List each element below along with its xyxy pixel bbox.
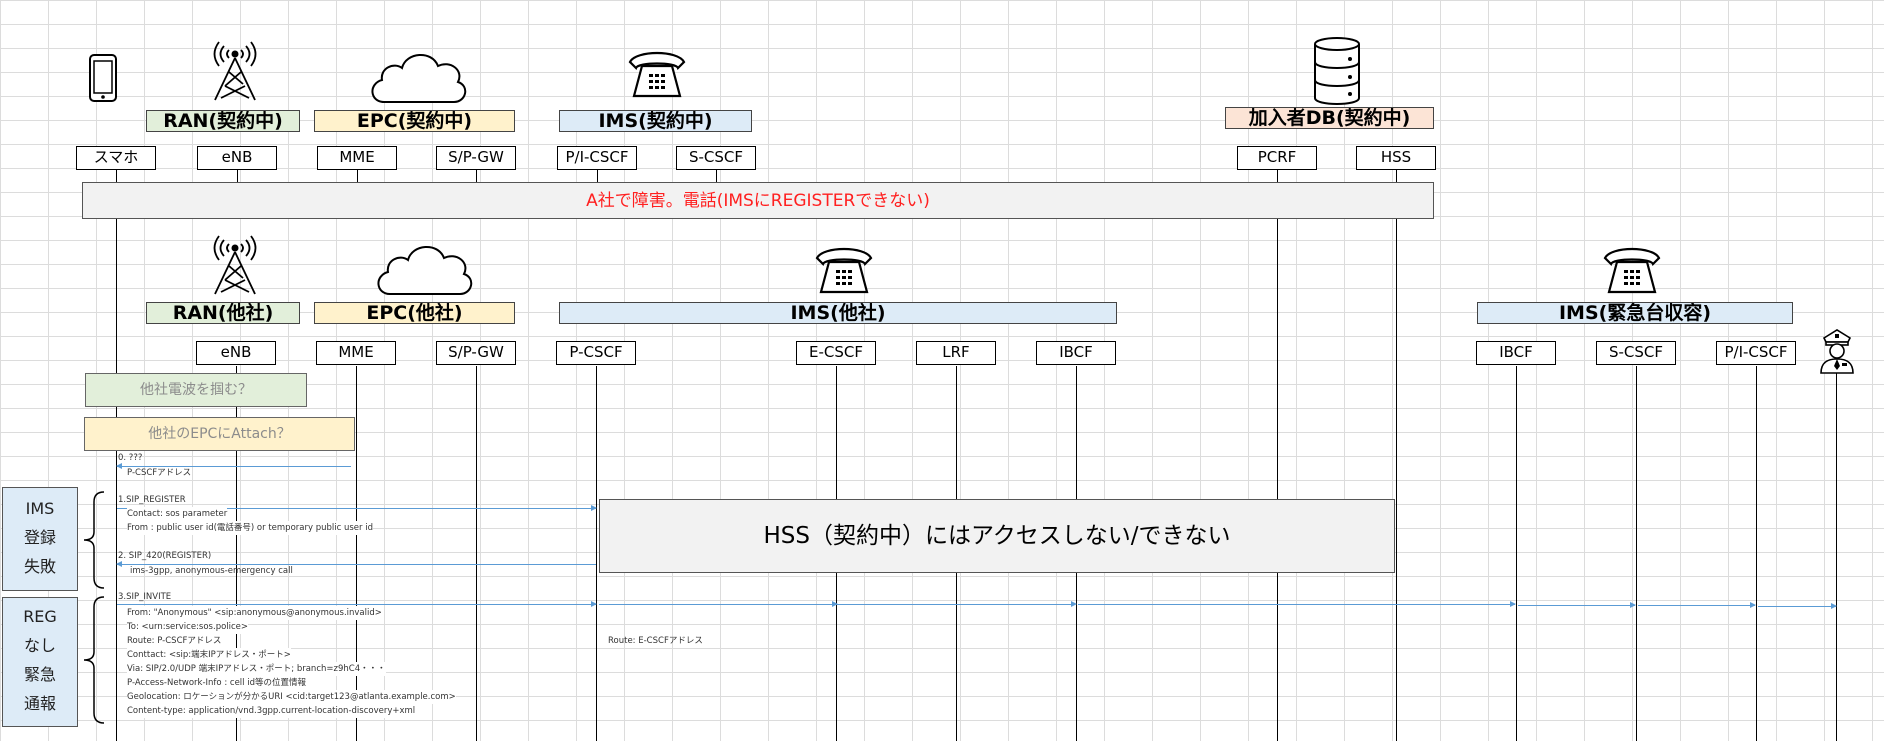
arrow-msg2: [116, 561, 596, 567]
lifeline-bottom-mme: [356, 366, 357, 741]
msg1-line: Contact: sos parameter: [127, 507, 228, 521]
msg2-line: ims-3gpp, anonymous-emergency call: [130, 566, 293, 576]
lifeline-top-scscf: [716, 170, 717, 182]
phase-line: IMS: [25, 499, 55, 518]
brace-no-registration-emergency: [83, 596, 105, 724]
phase-no-registration-emergency: REG なし 緊急 通報: [2, 597, 78, 727]
lifeline-bottom-em-scscf: [1636, 366, 1637, 741]
msg0-line: P-CSCFアドレス: [127, 468, 192, 478]
group-ims-other: IMS(他社): [559, 302, 1117, 324]
node-pcrf: PCRF: [1237, 146, 1317, 170]
lifeline-bottom-pcscf: [596, 366, 597, 741]
arrow-msg3-em-ibcf-to-scscf: [1518, 602, 1636, 608]
lifeline-top-picscf: [597, 170, 598, 182]
msg3-line: Content-type: application/vnd.3gpp.curre…: [127, 704, 416, 718]
phase-ims-registration-failure: IMS 登録 失敗: [2, 487, 78, 591]
phase-line: 緊急: [23, 665, 56, 684]
node-top-picscf: P/I-CSCF: [557, 146, 637, 170]
phase-line: 登録: [23, 528, 56, 547]
msg3-title: 3.SIP_INVITE: [118, 592, 172, 602]
arrow-msg3-picscf-to-police: [1758, 603, 1837, 609]
note-other-radio: 他社電波を掴む？: [85, 373, 307, 407]
cloud-icon: [371, 54, 467, 103]
lifeline-smartphone: [116, 170, 117, 741]
phase-line: 通報: [23, 694, 56, 713]
failure-banner: A社で障害。電話(IMSにREGISTERできない): [82, 182, 1434, 219]
node-bottom-mme: MME: [316, 341, 396, 365]
antenna-tower-icon: [213, 41, 257, 101]
note-other-epc: 他社のEPCにAttach？: [84, 417, 355, 451]
lifeline-bottom-em-ibcf: [1516, 366, 1517, 741]
node-bottom-pcscf: P-CSCF: [556, 341, 636, 365]
police-officer-icon: [1820, 329, 1854, 374]
arrow-msg3-tip-ibcf: [1071, 601, 1077, 607]
node-em-ibcf: IBCF: [1476, 341, 1556, 365]
node-bottom-spgw: S/P-GW: [436, 341, 516, 365]
msg1-line: From : public user id(電話番号) or temporary…: [127, 521, 373, 535]
lifeline-top-mme: [357, 170, 358, 182]
phase-line: なし: [23, 636, 56, 655]
node-bottom-enb: eNB: [196, 341, 276, 365]
telephone-icon: [628, 52, 686, 98]
lifeline-bottom-enb: [236, 366, 237, 741]
msg3-line: From: "Anonymous" <sip:anonymous@anonymo…: [127, 606, 382, 620]
arrow-msg3-scscf-to-picscf: [1638, 602, 1756, 608]
arrow-msg3-tip-ecscf: [832, 601, 838, 607]
group-ims-contracted: IMS(契約中): [559, 110, 752, 132]
lifeline-hss: [1396, 170, 1397, 741]
msg3-line: P-Access-Network-Info : cell id等の位置情報: [127, 676, 306, 690]
node-smartphone: スマホ: [76, 146, 156, 170]
msg3-line: Via: SIP/2.0/UDP 端末IPアドレス・ポート; branch=z9…: [127, 662, 386, 676]
node-em-scscf: S-CSCF: [1596, 341, 1676, 365]
msg0-title: 0. ???: [118, 453, 143, 463]
msg3-line: Conttact: <sip:端末IPアドレス・ポート>: [127, 648, 291, 662]
msg3-line: Geolocation: ロケーションが分かるURI <cid:target12…: [127, 690, 456, 704]
lifeline-bottom-spgw: [476, 366, 477, 741]
route-ecscf-label: Route: E-CSCFアドレス: [608, 636, 703, 646]
node-bottom-lrf: LRF: [916, 341, 996, 365]
telephone-icon: [1603, 248, 1661, 294]
group-ran-other: RAN(他社): [146, 302, 300, 324]
arrow-msg3-ue-to-pcscf: [117, 601, 597, 607]
group-epc-contracted: EPC(契約中): [314, 110, 515, 132]
smartphone-icon: [89, 54, 117, 102]
msg3-line: To: <urn:service:sos.police>: [127, 620, 249, 634]
antenna-tower-icon: [213, 235, 257, 295]
group-subscriber-db: 加入者DB(契約中): [1225, 107, 1434, 129]
lifeline-bottom-em-picscf: [1756, 366, 1757, 741]
node-bottom-ecscf: E-CSCF: [796, 341, 876, 365]
node-em-picscf: P/I-CSCF: [1716, 341, 1796, 365]
arrow-msg1: [117, 505, 597, 511]
telephone-icon: [815, 248, 873, 294]
phase-line: REG: [23, 607, 57, 626]
database-icon: [1314, 37, 1360, 105]
msg1-title: 1.SIP_REGISTER: [118, 495, 186, 505]
msg3-line: Route: P-CSCFアドレス: [127, 634, 222, 648]
msg2-title: 2. SIP_420(REGISTER): [118, 551, 212, 561]
brace-ims-registration-failure: [83, 491, 105, 589]
arrow-msg3-ibcf-to-em-ibcf: [1078, 601, 1516, 607]
node-top-scscf: S-CSCF: [676, 146, 756, 170]
group-epc-other: EPC(他社): [314, 302, 515, 324]
lifeline-police: [1836, 372, 1837, 741]
cloud-icon: [377, 246, 473, 295]
lifeline-top-spgw: [476, 170, 477, 182]
group-ims-emergency: IMS(緊急台収容): [1477, 302, 1793, 324]
node-hss: HSS: [1356, 146, 1436, 170]
lifeline-pcrf: [1277, 170, 1278, 741]
node-top-enb: eNB: [197, 146, 277, 170]
note-hss-no-access: HSS（契約中）にはアクセスしない/できない: [599, 499, 1395, 573]
arrow-msg0: [116, 463, 351, 469]
node-top-spgw: S/P-GW: [436, 146, 516, 170]
lifeline-top-enb: [237, 170, 238, 182]
phase-line: 失敗: [23, 557, 56, 576]
node-bottom-ibcf: IBCF: [1036, 341, 1116, 365]
node-top-mme: MME: [317, 146, 397, 170]
group-ran-contracted: RAN(契約中): [146, 110, 300, 132]
